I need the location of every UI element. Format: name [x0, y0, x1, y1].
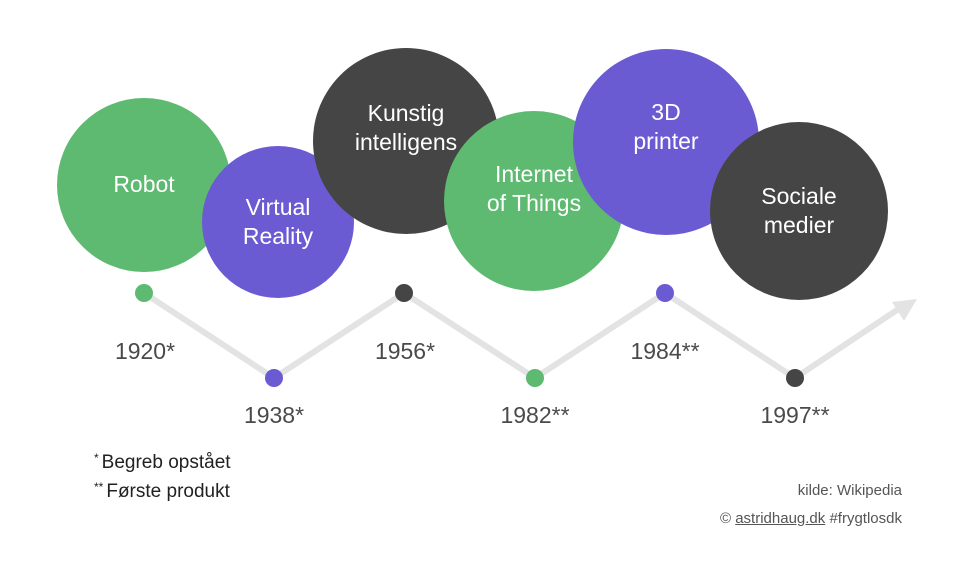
timeline-dot-1997: [786, 369, 804, 387]
year-label-1920: 1920*: [114, 338, 176, 364]
source-credit: kilde: Wikipedia: [797, 482, 902, 499]
year-label-1984: 1984**: [630, 338, 700, 364]
legend-mark-double: **: [94, 480, 104, 494]
timeline-dot-1956: [395, 284, 413, 302]
copyright-credit: © astridhaug.dk #frygtlosdk: [720, 510, 902, 527]
legend-first-product: **Første produkt: [94, 480, 230, 503]
timeline-arrow-icon: [892, 299, 917, 321]
year-label-1997: 1997**: [760, 402, 830, 428]
legend-concept-originated: *Begreb opstået: [94, 451, 231, 474]
timeline-dot-1982: [526, 369, 544, 387]
timeline-dot-1920: [135, 284, 153, 302]
copyright-symbol: ©: [719, 510, 732, 527]
website-link[interactable]: astridhaug.dk: [735, 510, 826, 527]
legend-text-product: Første produkt: [106, 481, 230, 502]
circle-sociale-medier: Sociale medier: [710, 122, 888, 300]
year-label-1938: 1938*: [243, 402, 305, 428]
year-label-1956: 1956*: [374, 338, 436, 364]
legend-mark-single: *: [94, 451, 99, 465]
legend-text-concept: Begreb opstået: [101, 452, 231, 473]
circle-robot: Robot: [57, 98, 231, 272]
timeline-dot-1984: [656, 284, 674, 302]
timeline-dot-1938: [265, 369, 283, 387]
hashtag: #frygtlosdk: [829, 510, 902, 527]
year-label-1982: 1982**: [500, 402, 570, 428]
